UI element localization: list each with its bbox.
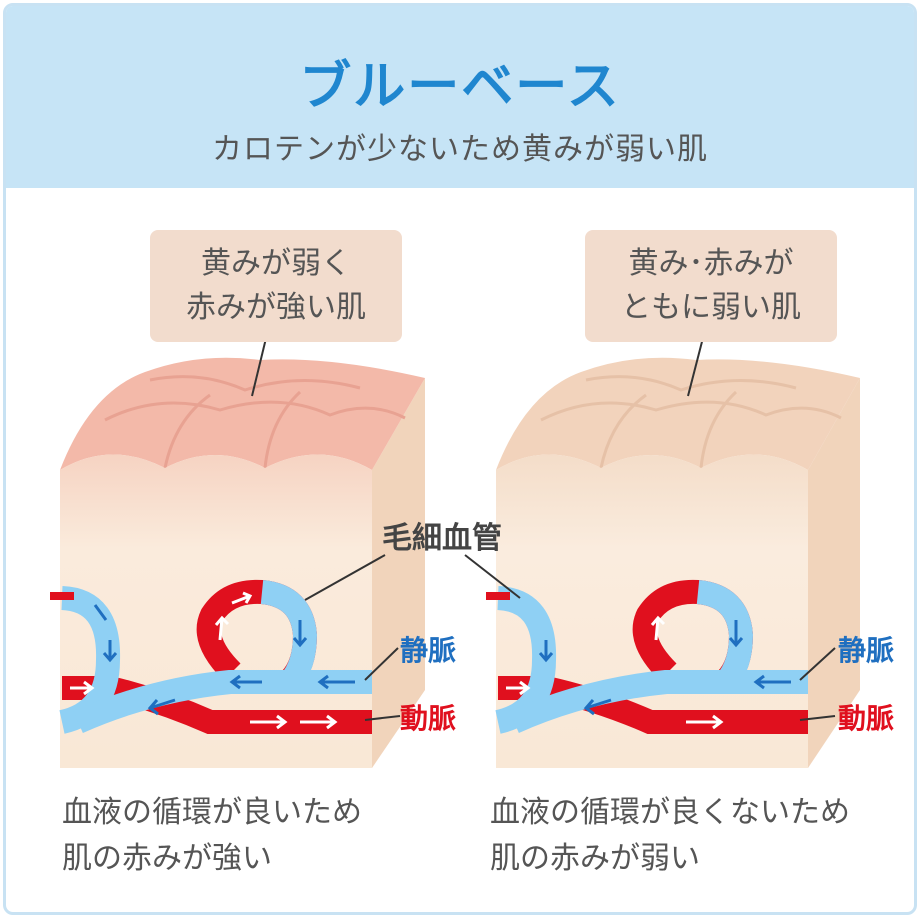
- capillary-label: 毛細血管: [382, 521, 502, 556]
- left-skin-label-line2: 赤みが強い肌: [186, 290, 366, 325]
- right-skin-label-line2: ともに弱い肌: [621, 290, 801, 325]
- left-vein-label: 静脈: [400, 634, 456, 667]
- right-caption: 血液の循環が良くないため 肌の赤みが弱い: [490, 790, 910, 882]
- right-skin-label: 黄み･赤みが ともに弱い肌: [585, 230, 837, 342]
- left-caption-line1: 血液の循環が良いため: [62, 795, 362, 830]
- right-vessels: [486, 579, 808, 734]
- left-skin-label: 黄みが弱く 赤みが強い肌: [150, 230, 402, 342]
- right-skin-label-line1: 黄み･赤みが: [628, 246, 794, 281]
- left-caption: 血液の循環が良いため 肌の赤みが強い: [62, 790, 442, 882]
- page-subtitle: カロテンが少ないため黄みが弱い肌: [212, 132, 708, 167]
- right-artery-label: 動脈: [838, 702, 894, 735]
- left-skin-label-line1: 黄みが弱く: [201, 246, 351, 281]
- page-title: ブルーベース: [299, 57, 621, 117]
- left-artery-label: 動脈: [400, 702, 456, 735]
- right-caption-line2: 肌の赤みが弱い: [490, 841, 700, 876]
- left-vessels: [50, 579, 372, 734]
- leader-lines: [251, 329, 836, 721]
- header-banner: ブルーベース カロテンが少ないため黄みが弱い肌: [6, 6, 914, 188]
- left-caption-line2: 肌の赤みが強い: [62, 841, 272, 876]
- right-vein-label: 静脈: [838, 634, 894, 667]
- right-caption-line1: 血液の循環が良くないため: [490, 795, 850, 830]
